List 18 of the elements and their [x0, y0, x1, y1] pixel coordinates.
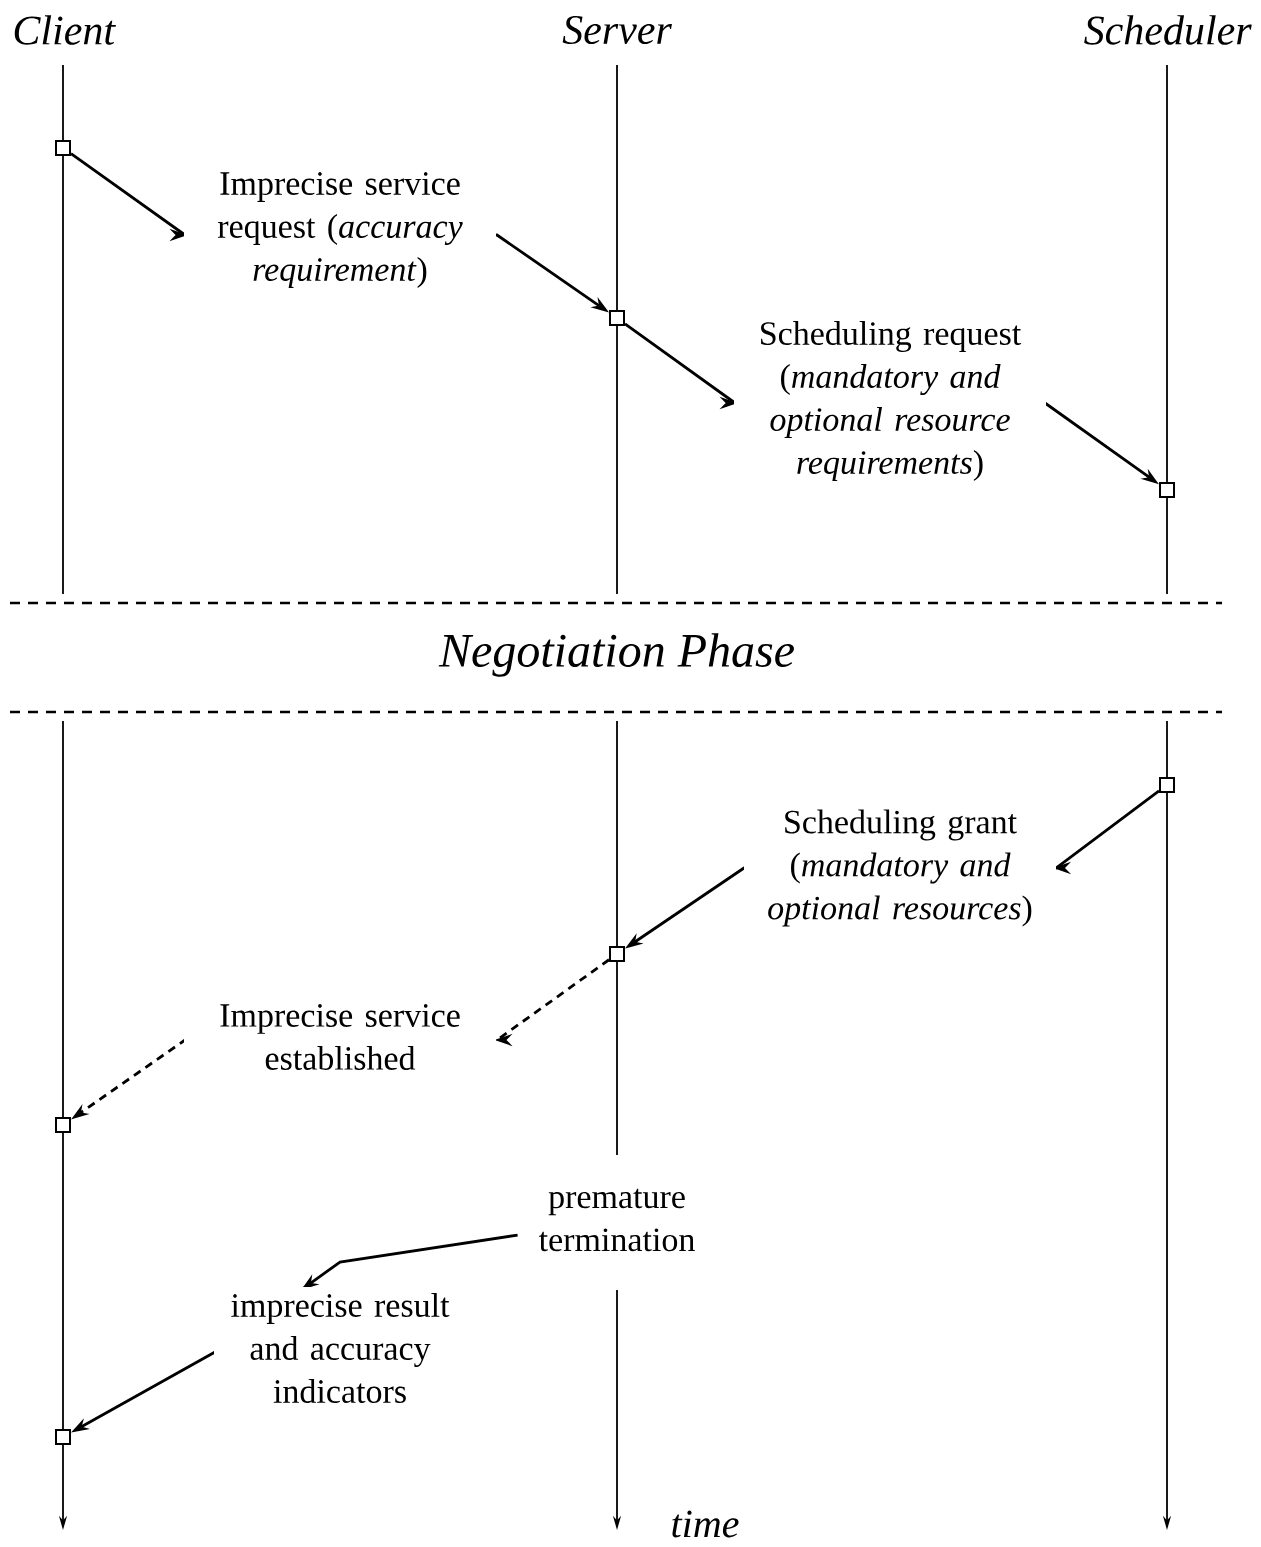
lifeline-heading: Client: [14, 15, 116, 45]
edge-label: Scheduling request (mandatory and optional resource requirements): [734, 315, 1046, 487]
lifeline-heading: Server: [562, 15, 672, 45]
phase-title: Negotiation Phase: [438, 633, 794, 677]
edge-label: imprecise result and accuracy indicators: [214, 1287, 466, 1409]
square-marker: [609, 310, 625, 326]
edge-label: Imprecise service request (accuracy requirement): [184, 166, 496, 294]
event-text: premature termination: [539, 1188, 695, 1252]
square-marker: [1159, 482, 1175, 498]
square-marker: [55, 1117, 71, 1133]
square-marker: [609, 946, 625, 962]
edge-label: Imprecise service established: [184, 998, 496, 1076]
square-marker: [55, 140, 71, 156]
lifeline-heading: Scheduler: [1084, 15, 1252, 45]
axis-label: time: [672, 1510, 739, 1538]
square-marker: [55, 1429, 71, 1445]
square-marker: [1159, 777, 1175, 793]
edge-label: Scheduling grant (mandatory and optional resources): [744, 803, 1056, 933]
